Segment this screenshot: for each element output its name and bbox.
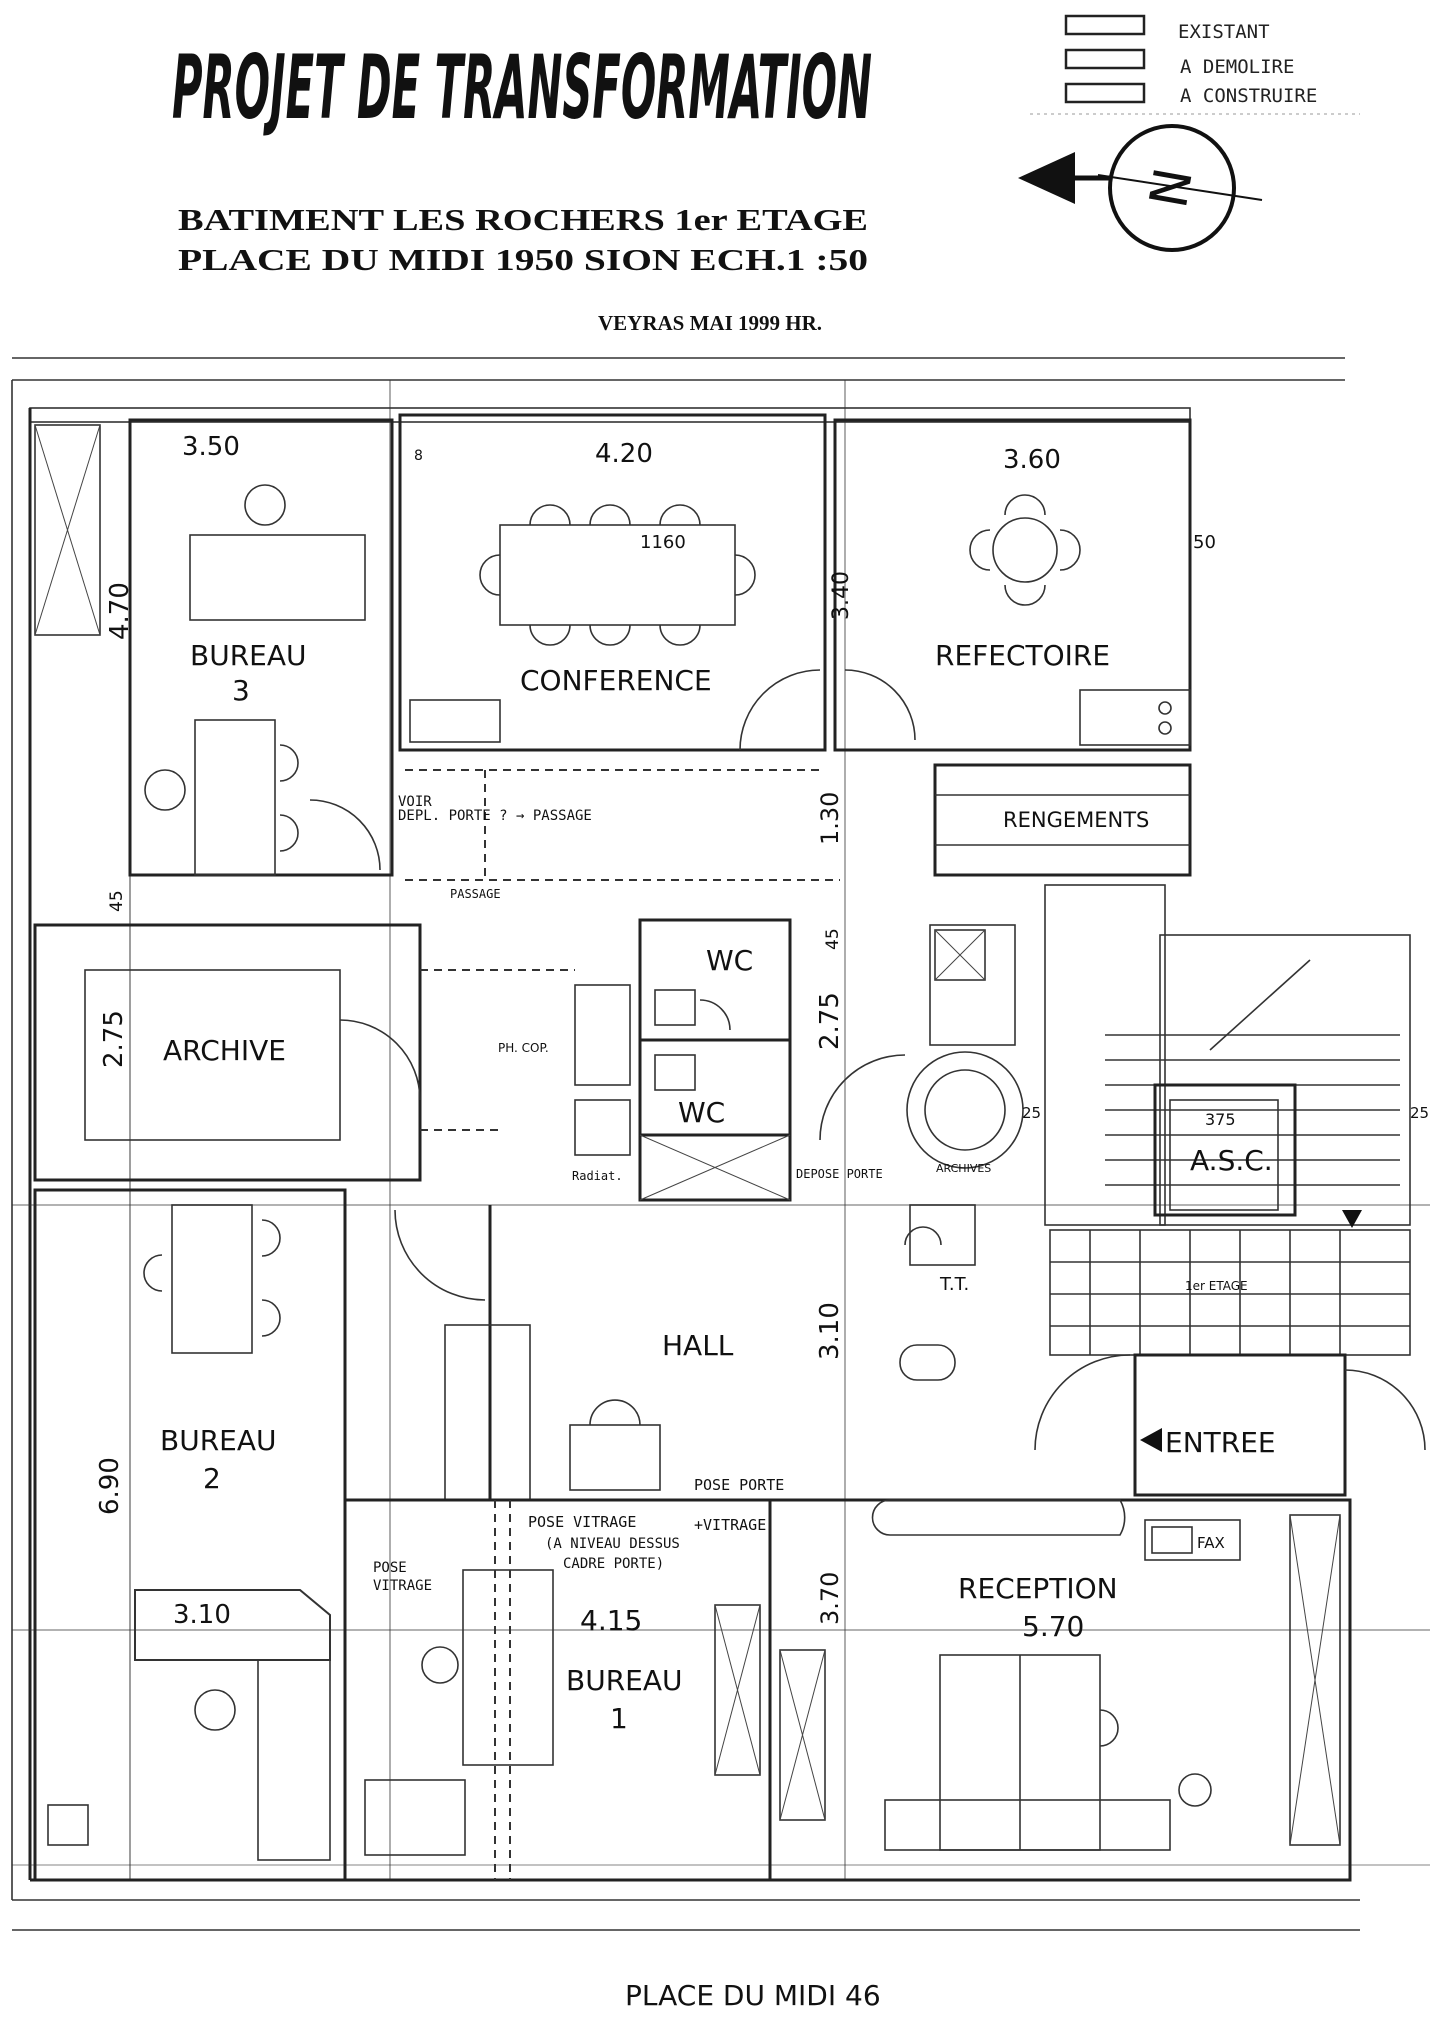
dim-25b: 25 xyxy=(1410,1104,1429,1122)
room-archive-label: ARCHIVE xyxy=(163,1034,286,1067)
dim-45b: 45 xyxy=(823,928,843,950)
room-conference: 1160 CONFERENCE xyxy=(398,413,827,752)
subtitle-building: BATIMENT LES ROCHERS 1er ETAGE xyxy=(178,202,868,237)
north-letter: N xyxy=(1139,164,1205,213)
room-refectoire-label: REFECTOIRE xyxy=(935,639,1110,672)
note-radiateur: Radiat. xyxy=(572,1169,623,1183)
entrance: ENTREE xyxy=(1034,1353,1426,1497)
room-bureau-1-label: BUREAU xyxy=(566,1664,683,1697)
dim-415: 4.15 xyxy=(580,1604,642,1637)
elevator-label: A.S.C. xyxy=(1190,1144,1273,1177)
legend-construct-label: A CONSTRUIRE xyxy=(1180,85,1317,107)
footer-street: PLACE DU MIDI 46 xyxy=(625,1979,881,2012)
dim-50: 50 xyxy=(1193,532,1216,553)
note-vitrage: +VITRAGE xyxy=(694,1516,766,1534)
dim-340: 3.40 xyxy=(829,571,854,620)
dim-8: 8 xyxy=(414,448,423,464)
room-bureau-3: BUREAU 3 xyxy=(128,418,394,877)
plan-title: PROJET DE TRANSFORMATION xyxy=(172,36,872,139)
ph-cop-label: PH. COP. xyxy=(498,1041,549,1055)
room-archive: ARCHIVE xyxy=(33,923,422,1182)
photocopier-area: PH. COP. xyxy=(420,969,631,1156)
room-bureau-1: BUREAU 1 xyxy=(343,1498,772,1882)
dim-310a: 3.10 xyxy=(815,1302,845,1360)
note-vitrage2: VITRAGE xyxy=(373,1578,432,1594)
hall-label: HALL xyxy=(662,1329,734,1362)
wc-bottom-label: WC xyxy=(678,1096,725,1129)
room-bureau-1-number: 1 xyxy=(610,1702,628,1735)
dim-470: 4.70 xyxy=(105,582,135,640)
dim-370: 3.70 xyxy=(816,1572,844,1625)
dim-690: 6.90 xyxy=(95,1457,125,1515)
legend-existing-label: EXISTANT xyxy=(1178,21,1270,43)
dim-130: 1.30 xyxy=(816,792,844,845)
note-depl-porte: DEPL. PORTE ? → PASSAGE xyxy=(398,808,592,824)
legend-demolish-label: A DEMOLIRE xyxy=(1180,56,1294,78)
subtitle-address: PLACE DU MIDI 1950 SION ECH.1 :50 xyxy=(178,242,868,277)
legend-swatch-construct xyxy=(1064,82,1146,104)
legend-swatch-existing xyxy=(1064,14,1146,36)
table-size-label: 1160 xyxy=(640,532,686,553)
room-rengements: RENGEMENTS xyxy=(933,763,1192,877)
note-voir: VOIR xyxy=(398,794,432,810)
dim-350: 3.50 xyxy=(182,432,240,462)
room-conference-label: CONFERENCE xyxy=(520,664,712,697)
north-arrow-icon: N xyxy=(1018,124,1263,252)
author-date: VEYRAS MAI 1999 HR. xyxy=(598,311,822,335)
room-bureau-2: BUREAU 2 xyxy=(33,1188,347,1882)
dim-360: 3.60 xyxy=(1003,445,1061,475)
legend: EXISTANT A DEMOLIRE A CONSTRUIRE xyxy=(1030,14,1360,115)
dim-25a: 25 xyxy=(1022,1104,1041,1122)
archives-closet: ARCHIVES xyxy=(819,924,1024,1175)
dim-275a: 2.75 xyxy=(99,1010,129,1068)
dim-275b: 2.75 xyxy=(815,992,845,1050)
legend-swatch-demolish xyxy=(1064,48,1146,70)
wc-top-label: WC xyxy=(706,944,753,977)
dim-310b: 3.10 xyxy=(173,1600,231,1630)
note-depose-porte: DEPOSE PORTE xyxy=(796,1167,883,1181)
elevator-dim: 375 xyxy=(1205,1110,1236,1129)
hall: T.T. HALL xyxy=(394,1204,976,1501)
room-reception-width: 5.70 xyxy=(1022,1610,1084,1643)
tt-label: T.T. xyxy=(939,1274,969,1295)
wc-block: WC WC xyxy=(638,918,792,1202)
room-reception-label: RECEPTION xyxy=(958,1572,1118,1605)
archives-small-label: ARCHIVES xyxy=(936,1162,991,1175)
room-rengements-label: RENGEMENTS xyxy=(1003,808,1149,832)
note-pose: POSE xyxy=(373,1560,407,1576)
landing-label: 1er ETAGE xyxy=(1185,1279,1248,1293)
note-pose-vitrage-1: POSE VITRAGE xyxy=(528,1513,636,1531)
corridor-passage xyxy=(405,769,840,881)
entrance-label: ENTREE xyxy=(1165,1426,1276,1459)
dim-420: 4.20 xyxy=(595,439,653,469)
room-bureau-2-label: BUREAU xyxy=(160,1424,277,1457)
note-pose-porte: POSE PORTE xyxy=(694,1476,784,1494)
dimension-labels: 3.50 4.20 3.60 50 4.70 3.40 1.30 45 45 2… xyxy=(95,432,1429,1637)
room-bureau-3-number: 3 xyxy=(232,674,250,707)
room-bureau-2-number: 2 xyxy=(203,1462,221,1495)
annotations: VOIR DEPL. PORTE ? → PASSAGE PASSAGE Rad… xyxy=(373,794,883,1594)
room-refectoire: REFECTOIRE xyxy=(833,418,1192,752)
note-pose-vitrage-3: CADRE PORTE) xyxy=(563,1556,664,1572)
room-reception: FAX RECEPTION 5.70 xyxy=(768,1498,1352,1882)
room-bureau-3-label: BUREAU xyxy=(190,639,307,672)
fax-label: FAX xyxy=(1197,1534,1225,1552)
note-pose-vitrage-2: (A NIVEAU DESSUS xyxy=(545,1536,680,1552)
note-passage: PASSAGE xyxy=(450,887,501,901)
stair-core: 375 A.S.C. 1er ETAGE xyxy=(1044,884,1411,1356)
dim-45a: 45 xyxy=(107,890,127,912)
